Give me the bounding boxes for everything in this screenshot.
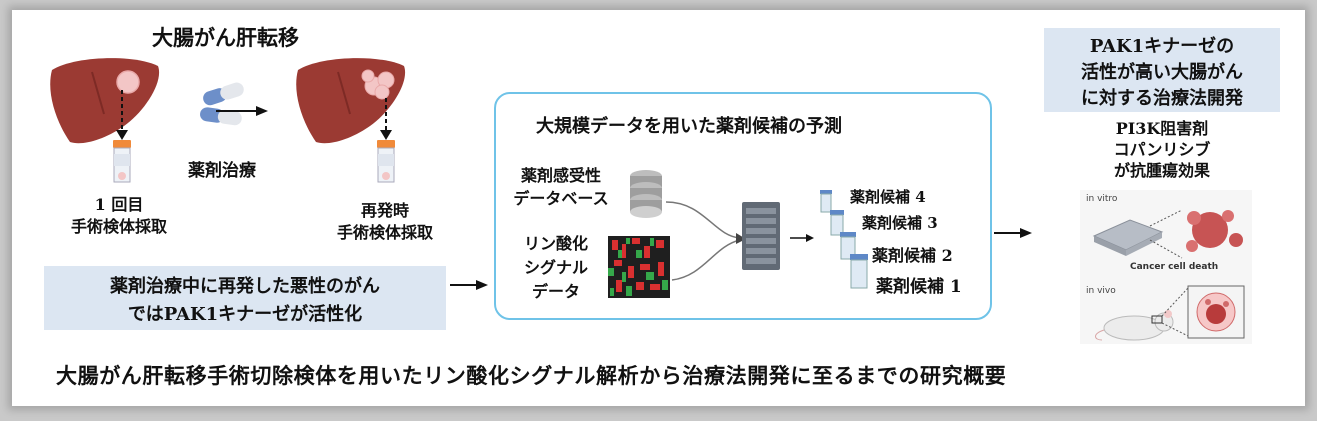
goal-line3: に対する治療法開発 xyxy=(1081,88,1243,109)
in-vitro-illustration xyxy=(1092,209,1243,259)
well-plate-icon xyxy=(1092,219,1164,256)
drug-label-line3: が抗腫瘍効果 xyxy=(1113,161,1210,180)
finding-box: 薬剤治療中に再発した悪性のがん ではPAK1キナーゼが活性化 xyxy=(44,266,446,330)
candidate-3-label: 薬剤候補 3 xyxy=(862,214,938,232)
server-icon xyxy=(742,202,780,270)
vials-icon xyxy=(820,190,868,289)
sample1-label-line1: 1 回目 xyxy=(94,195,144,214)
goal-box: PAK1キナーゼの 活性が高い大腸がん に対する治療法開発 xyxy=(1044,28,1280,112)
goal-line1: PAK1キナーゼの xyxy=(1089,36,1235,57)
sample1-label-line2: 手術検体採取 xyxy=(70,217,167,236)
candidate-4-label: 薬剤候補 4 xyxy=(850,188,926,206)
arrow-icon-sample2 xyxy=(380,98,392,140)
arrow-icon-to-development xyxy=(994,228,1032,238)
arrow-icon-treatment xyxy=(216,106,268,116)
tumor-cluster-icon xyxy=(361,69,395,100)
finding-line1: 薬剤治療中に再発した悪性のがん xyxy=(110,276,380,297)
liver-icon-relapse xyxy=(296,58,406,144)
phospho-label-line1: リン酸化 xyxy=(523,234,588,253)
flow-arrows-icon xyxy=(665,201,746,281)
candidate-2-label: 薬剤候補 2 xyxy=(872,246,953,265)
sample2-label-line1: 再発時 xyxy=(360,201,409,220)
sample2-label: 再発時 手術検体採取 xyxy=(310,200,460,244)
dead-cells-icon xyxy=(1186,210,1243,252)
drug-label-line2: コパンリシブ xyxy=(1113,140,1211,159)
heatmap-icon xyxy=(608,236,670,298)
database-icon xyxy=(630,170,662,218)
arrow-icon-to-candidates xyxy=(790,234,814,242)
database-label-line1: 薬剤感受性 xyxy=(520,166,601,185)
in-vivo-illustration xyxy=(1095,285,1245,341)
arrow-icon-to-prediction xyxy=(450,280,488,290)
goal-line2: 活性が高い大腸がん xyxy=(1081,62,1243,83)
sample1-label: 1 回目 手術検体採取 xyxy=(54,194,184,238)
phospho-label: リン酸化 シグナル データ xyxy=(506,232,606,304)
capsule-icon xyxy=(200,82,244,126)
tumor-icon xyxy=(116,70,140,94)
liver-icon-first xyxy=(50,58,160,144)
in-vitro-label: in vitro xyxy=(1086,194,1118,204)
sample-tube-icon-1 xyxy=(113,140,131,183)
prediction-title: 大規模データを用いた薬剤候補の予測 xyxy=(536,116,842,137)
database-label: 薬剤感受性 データベース xyxy=(498,164,624,210)
tumor-shrink-icon xyxy=(1196,292,1236,332)
drug-label-line1: PI3K阻害剤 xyxy=(1115,119,1209,138)
figure-caption: 大腸がん肝転移手術切除検体を用いたリン酸化シグナル解析から治療法開発に至るまでの… xyxy=(56,364,1007,388)
drug-label: PI3K阻害剤 コパンリシブ が抗腫瘍効果 xyxy=(1044,118,1280,181)
section-title-metastasis: 大腸がん肝転移 xyxy=(152,25,299,50)
mouse-icon xyxy=(1095,310,1174,341)
treatment-label: 薬剤治療 xyxy=(188,161,256,181)
finding-line2: ではPAK1キナーゼが活性化 xyxy=(127,304,363,325)
sample-tube-icon-2 xyxy=(377,140,395,183)
phospho-label-line3: データ xyxy=(531,282,580,301)
sample2-label-line2: 手術検体採取 xyxy=(336,223,433,242)
database-label-line2: データベース xyxy=(513,189,609,208)
cell-death-label: Cancer cell death xyxy=(1130,262,1219,272)
arrow-icon-sample1 xyxy=(116,90,128,140)
in-vivo-label: in vivo xyxy=(1086,286,1116,296)
phospho-label-line2: シグナル xyxy=(523,258,588,277)
candidate-1-label: 薬剤候補 1 xyxy=(876,277,962,297)
